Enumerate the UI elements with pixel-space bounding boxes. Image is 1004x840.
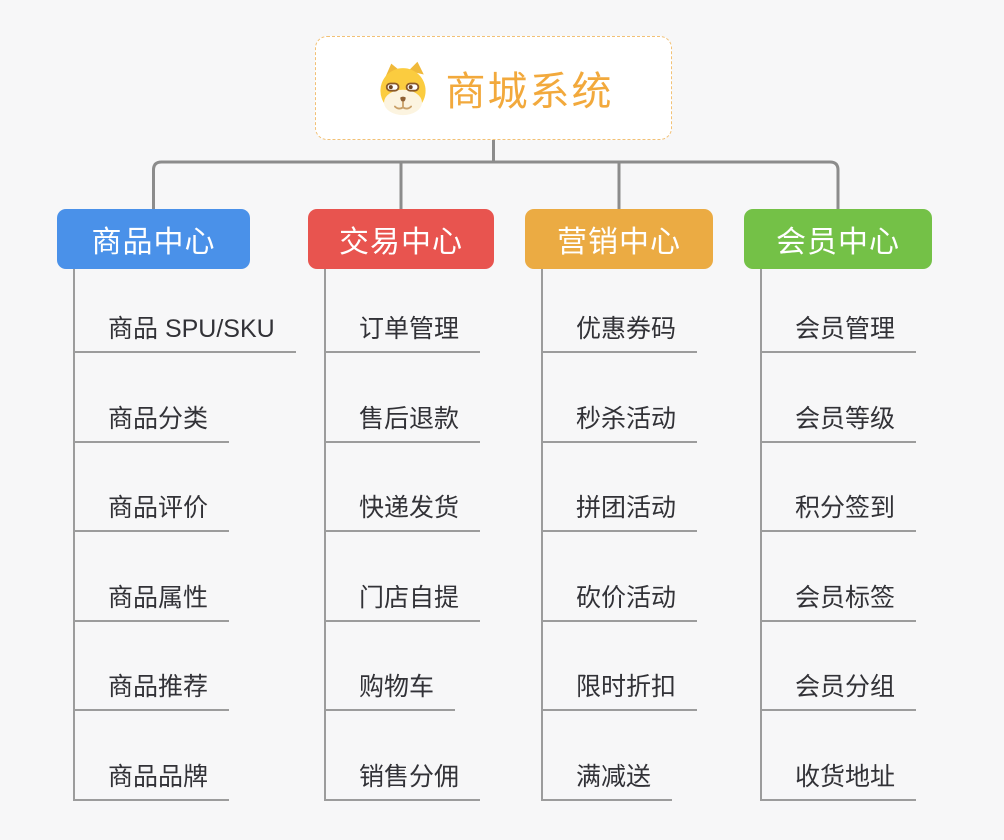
leaf-express-delivery[interactable]: 快递发货 (324, 442, 481, 532)
branch-header-member-center[interactable]: 会员中心 (744, 209, 932, 269)
leaf-label: 商品分类 (108, 404, 209, 433)
leaf-member-management[interactable]: 会员管理 (760, 269, 917, 353)
branch-trade-center: 交易中心 订单管理 售后退款 快递发货 门店自提 购物车 销售分佣 (308, 209, 494, 801)
leaf-after-sale-refund[interactable]: 售后退款 (324, 353, 481, 443)
branch-header-marketing-center[interactable]: 营销中心 (525, 209, 713, 269)
leaf-flash-sale[interactable]: 秒杀活动 (541, 353, 698, 443)
leaf-member-group[interactable]: 会员分组 (760, 621, 917, 711)
branch-member-leaves: 会员管理 会员等级 积分签到 会员标签 会员分组 收货地址 (760, 269, 932, 801)
leaf-label: 商品属性 (108, 583, 209, 612)
leaf-label: 商品评价 (108, 494, 209, 522)
leaf-label: 会员标签 (795, 583, 896, 612)
leaf-label: 满减送 (576, 762, 652, 791)
leaf-member-level[interactable]: 会员等级 (760, 353, 917, 443)
branch-marketing-leaves: 优惠券码 秒杀活动 拼团活动 砍价活动 限时折扣 满减送 (541, 269, 713, 801)
leaf-label: 砍价活动 (576, 583, 677, 612)
leaf-label: 商品推荐 (108, 673, 209, 701)
leaf-label: 收货地址 (795, 762, 896, 791)
branch-header-goods-center[interactable]: 商品中心 (57, 209, 250, 269)
leaf-label: 积分签到 (795, 494, 896, 522)
leaf-shipping-address[interactable]: 收货地址 (760, 711, 917, 801)
leaf-sales-commission[interactable]: 销售分佣 (324, 711, 481, 801)
leaf-label: 拼团活动 (576, 494, 677, 522)
leaf-label: 购物车 (359, 673, 435, 701)
leaf-label: 商品 SPU/SKU (108, 315, 275, 343)
leaf-bargain-activity[interactable]: 砍价活动 (541, 532, 698, 622)
dog-face-icon (379, 61, 426, 116)
leaf-label: 订单管理 (359, 315, 460, 343)
root-node[interactable]: 商城系统 (315, 36, 672, 140)
branch-goods-center: 商品中心 商品 SPU/SKU 商品分类 商品评价 商品属性 商品推荐 商品品牌 (57, 209, 296, 801)
branch-member-center: 会员中心 会员管理 会员等级 积分签到 会员标签 会员分组 收货地址 (744, 209, 932, 801)
leaf-label: 限时折扣 (576, 673, 677, 701)
leaf-group-buy[interactable]: 拼团活动 (541, 442, 698, 532)
leaf-coupon-code[interactable]: 优惠券码 (541, 269, 698, 353)
branch-header-trade-center[interactable]: 交易中心 (308, 209, 494, 269)
leaf-label: 会员管理 (795, 315, 896, 343)
leaf-points-checkin[interactable]: 积分签到 (760, 442, 917, 532)
leaf-spend-and-save[interactable]: 满减送 (541, 711, 673, 801)
leaf-goods-brand[interactable]: 商品品牌 (73, 711, 230, 801)
leaf-label: 商品品牌 (108, 762, 209, 791)
leaf-store-pickup[interactable]: 门店自提 (324, 532, 481, 622)
leaf-goods-recommend[interactable]: 商品推荐 (73, 621, 230, 711)
leaf-label: 销售分佣 (359, 762, 460, 791)
leaf-label: 会员等级 (795, 404, 896, 433)
leaf-goods-spu-sku[interactable]: 商品 SPU/SKU (73, 269, 296, 353)
leaf-label: 门店自提 (359, 583, 460, 612)
branch-trade-leaves: 订单管理 售后退款 快递发货 门店自提 购物车 销售分佣 (324, 269, 494, 801)
leaf-goods-category[interactable]: 商品分类 (73, 353, 230, 443)
leaf-goods-review[interactable]: 商品评价 (73, 442, 230, 532)
leaf-label: 会员分组 (795, 673, 896, 701)
leaf-member-tag[interactable]: 会员标签 (760, 532, 917, 622)
leaf-label: 售后退款 (359, 404, 460, 433)
root-title: 商城系统 (445, 70, 614, 114)
leaf-label: 快递发货 (359, 494, 460, 522)
leaf-label: 秒杀活动 (576, 404, 677, 433)
leaf-goods-attribute[interactable]: 商品属性 (73, 532, 230, 622)
leaf-limited-time-discount[interactable]: 限时折扣 (541, 621, 698, 711)
leaf-order-management[interactable]: 订单管理 (324, 269, 481, 353)
branch-marketing-center: 营销中心 优惠券码 秒杀活动 拼团活动 砍价活动 限时折扣 满减送 (525, 209, 713, 801)
leaf-label: 优惠券码 (576, 315, 677, 343)
branch-goods-leaves: 商品 SPU/SKU 商品分类 商品评价 商品属性 商品推荐 商品品牌 (73, 269, 296, 801)
leaf-shopping-cart[interactable]: 购物车 (324, 621, 456, 711)
